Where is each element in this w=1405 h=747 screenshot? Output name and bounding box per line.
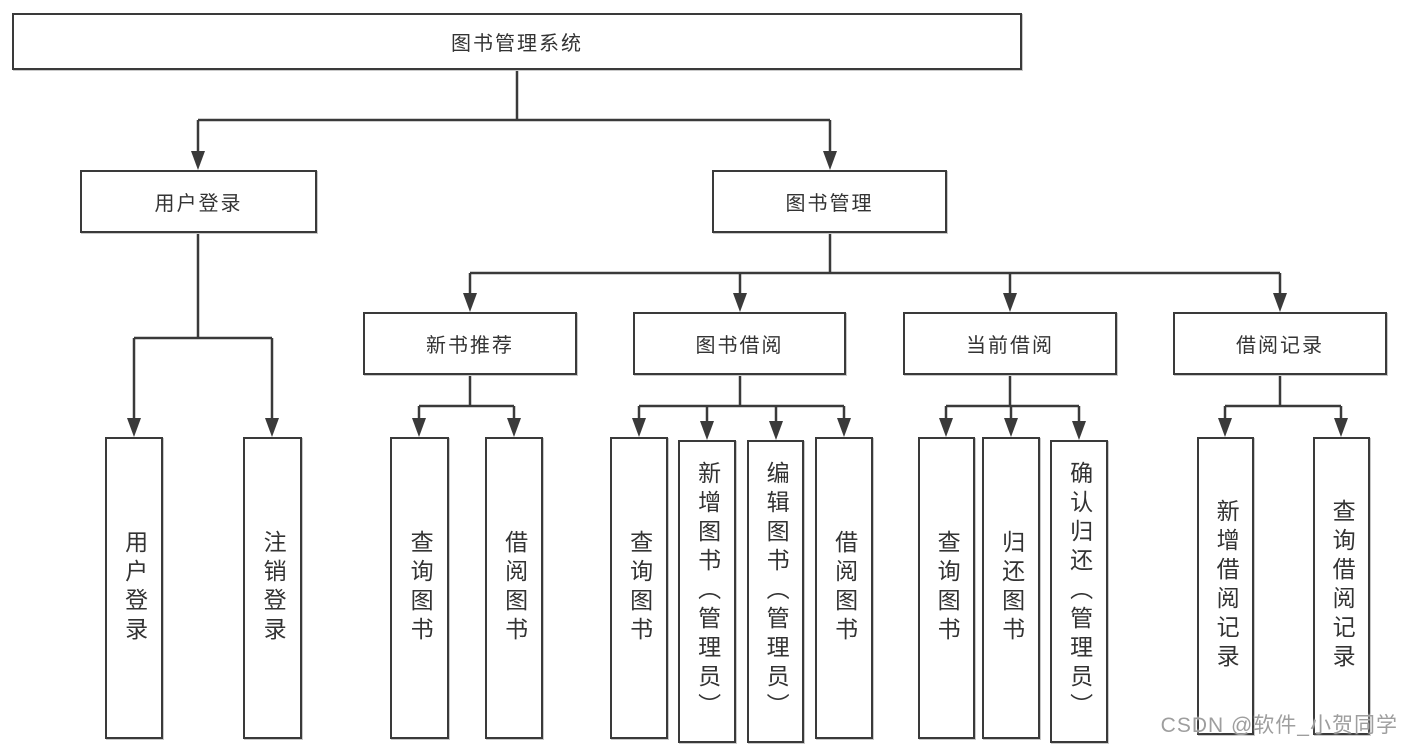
node-label: 归还图书: [998, 530, 1025, 646]
node-label: 注销登录: [260, 530, 287, 646]
node-label: 用户登录: [121, 530, 148, 646]
leaf-records-add-record: 新增借阅记录: [1197, 437, 1254, 735]
csdn-watermark: CSDN @软件_小贺同学: [1160, 714, 1398, 737]
node-label: 借阅记录: [1236, 335, 1324, 357]
leaf-current-confirm-return-admin: 确认归还（管理员）: [1050, 440, 1108, 743]
leaf-borrowing-query-books: 查询图书: [610, 437, 668, 739]
node-label: 当前借阅: [966, 335, 1054, 357]
node-user-login: 用户登录: [80, 170, 317, 233]
node-label: 新增图书（管理员）: [694, 461, 721, 722]
leaf-newrec-borrow-books: 借阅图书: [485, 437, 543, 739]
leaf-newrec-query-books: 查询图书: [390, 437, 449, 739]
leaf-logout: 注销登录: [243, 437, 302, 739]
node-label: 图书管理系统: [451, 33, 583, 55]
node-label: 借阅图书: [831, 530, 858, 646]
node-label: 查询图书: [407, 530, 434, 646]
node-label: 查询图书: [626, 530, 653, 646]
node-label: 图书管理: [785, 193, 874, 215]
node-root-system: 图书管理系统: [12, 13, 1022, 70]
node-borrow-records: 借阅记录: [1173, 312, 1387, 375]
leaf-current-query-books: 查询图书: [918, 437, 975, 739]
node-book-management: 图书管理: [712, 170, 947, 233]
node-new-book-recommend: 新书推荐: [363, 312, 577, 375]
leaf-current-return-books: 归还图书: [982, 437, 1040, 739]
node-label: 查询图书: [934, 530, 961, 646]
node-label: 借阅图书: [501, 530, 528, 646]
leaf-borrowing-borrow-books: 借阅图书: [815, 437, 873, 739]
node-label: 新增借阅记录: [1213, 499, 1240, 673]
node-label: 用户登录: [154, 193, 243, 215]
node-label: 确认归还（管理员）: [1066, 461, 1093, 722]
node-label: 新书推荐: [426, 335, 514, 357]
leaf-records-query-record: 查询借阅记录: [1313, 437, 1370, 735]
node-label: 编辑图书（管理员）: [763, 461, 790, 722]
leaf-borrowing-edit-books-admin: 编辑图书（管理员）: [747, 440, 804, 743]
node-current-borrowing: 当前借阅: [903, 312, 1117, 375]
leaf-borrowing-add-books-admin: 新增图书（管理员）: [678, 440, 736, 743]
node-label: 查询借阅记录: [1329, 499, 1356, 673]
leaf-user-login: 用户登录: [105, 437, 163, 739]
node-label: 图书借阅: [695, 335, 784, 357]
node-book-borrowing: 图书借阅: [633, 312, 846, 375]
